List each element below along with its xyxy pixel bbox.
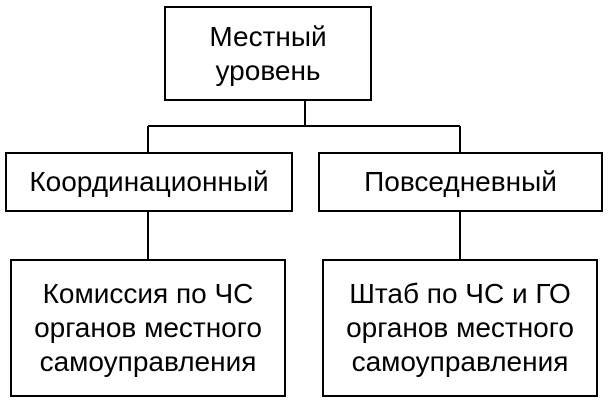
- node-local-level-line-2: уровень: [215, 54, 321, 86]
- node-daily-label: Повседневный: [364, 166, 557, 197]
- node-coordinating-label: Координационный: [29, 166, 269, 197]
- node-emergency-commission-line-1: Комиссия по ЧС: [42, 278, 254, 309]
- node-emergency-hq: Штаб по ЧС и ГО органов местного самоупр…: [322, 259, 598, 397]
- node-local-level: Местный уровень: [164, 6, 372, 101]
- node-emergency-commission: Комиссия по ЧС органов местного самоупра…: [10, 259, 286, 397]
- node-emergency-commission-line-2: органов местного: [34, 312, 262, 343]
- node-emergency-hq-line-1: Штаб по ЧС и ГО: [349, 278, 571, 309]
- node-local-level-line-1: Местный: [209, 20, 327, 52]
- node-emergency-hq-line-3: самоуправления: [351, 346, 569, 377]
- node-emergency-commission-line-3: самоуправления: [39, 346, 257, 377]
- node-daily: Повседневный: [318, 152, 603, 212]
- node-emergency-hq-line-2: органов местного: [346, 312, 574, 343]
- node-coordinating: Координационный: [5, 152, 293, 212]
